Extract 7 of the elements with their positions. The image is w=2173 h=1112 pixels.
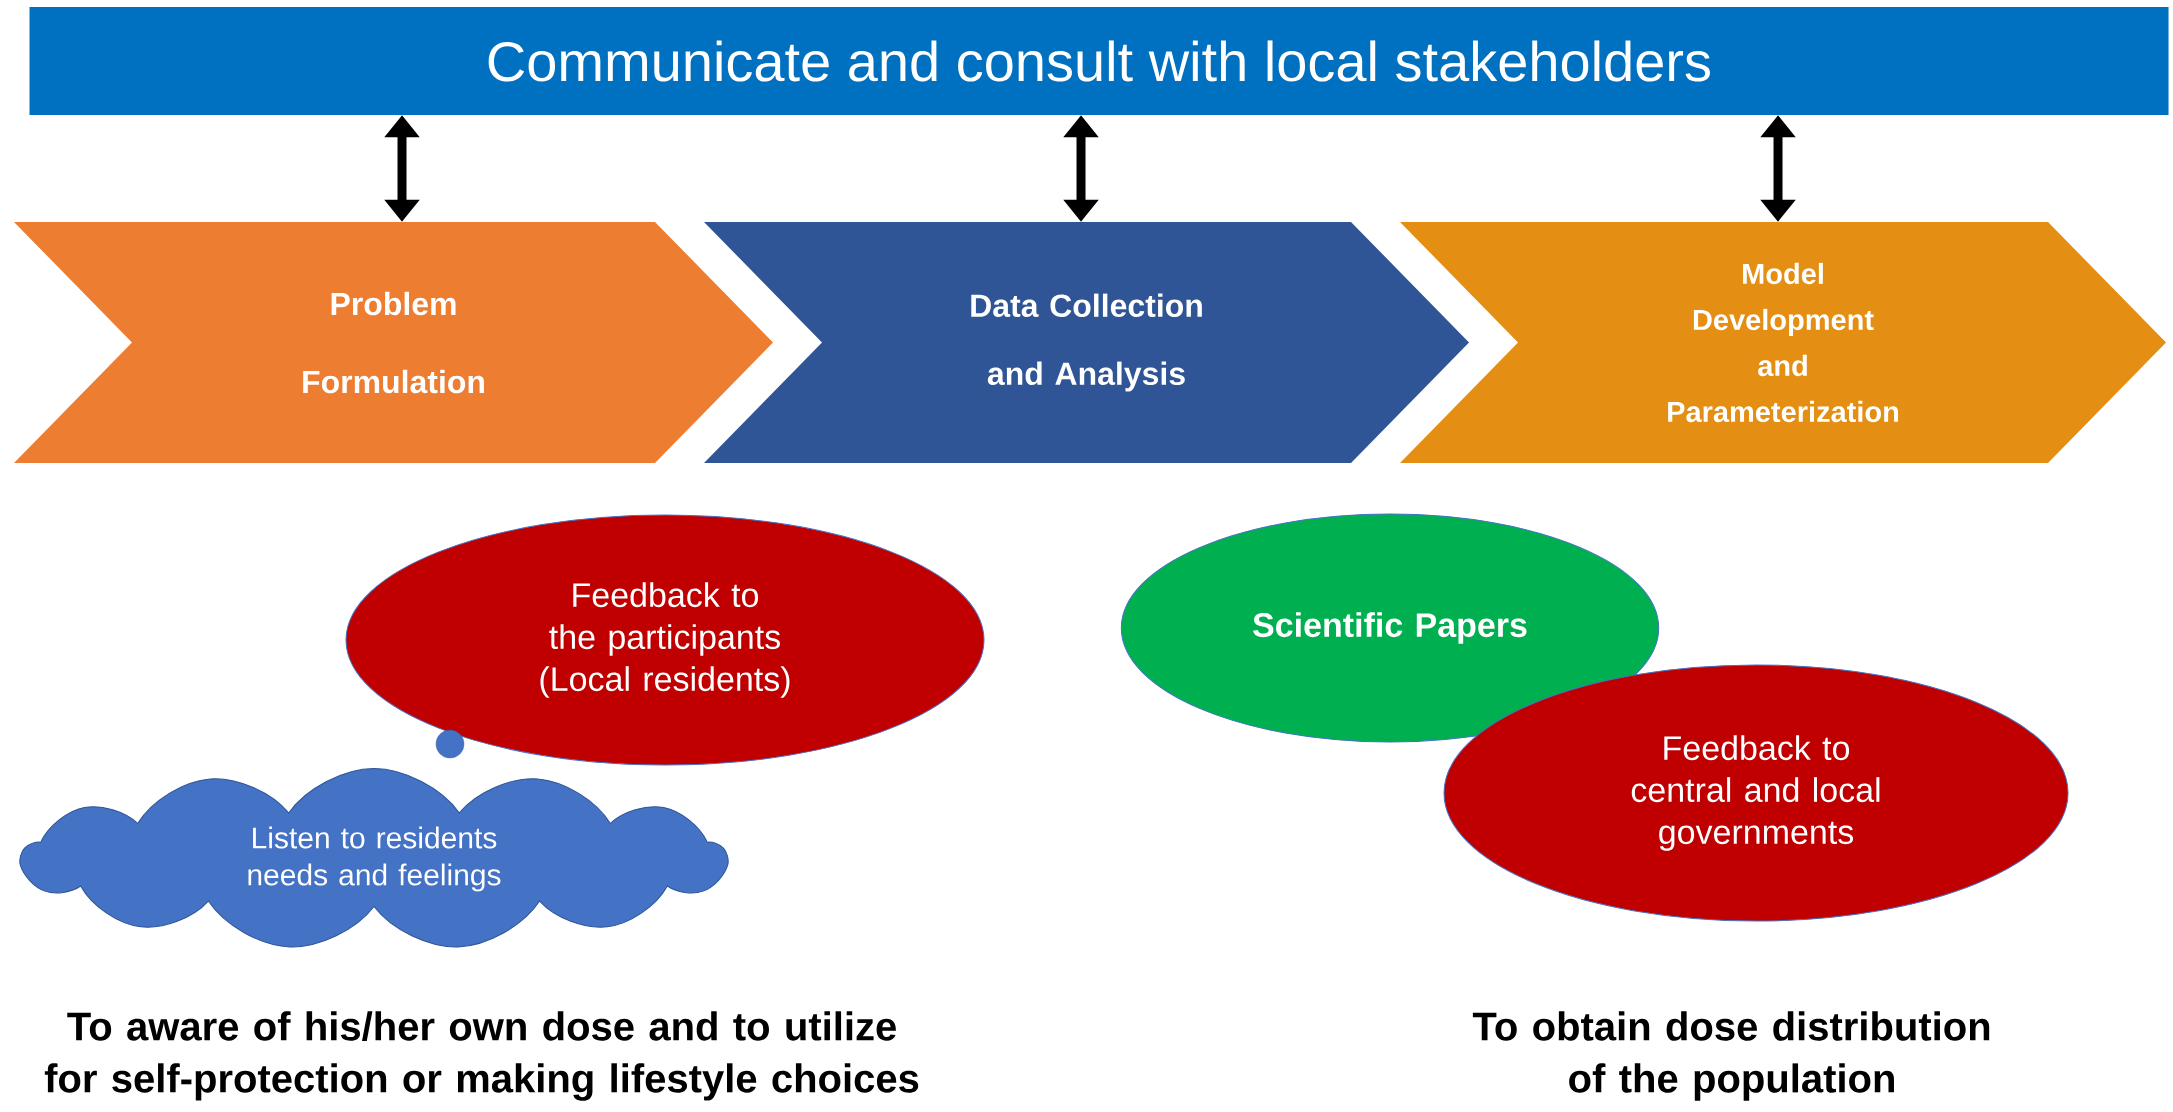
caption-text: To obtain dose distribution of the population	[1472, 1011, 1990, 1101]
process-step: Data Collection and Analysis	[704, 222, 1469, 463]
process-step: Model Development and Parameterization	[1400, 222, 2167, 463]
caption-text: To aware of his/her own dose and to utilize for self-protection or making lifestyle choices	[44, 1011, 919, 1101]
banner: Communicate and consult with local stakeholders	[29, 7, 2169, 115]
process-step: Problem Formulation	[14, 222, 773, 463]
thought-cloud: Listen to residents needs and feelings	[19, 729, 729, 948]
